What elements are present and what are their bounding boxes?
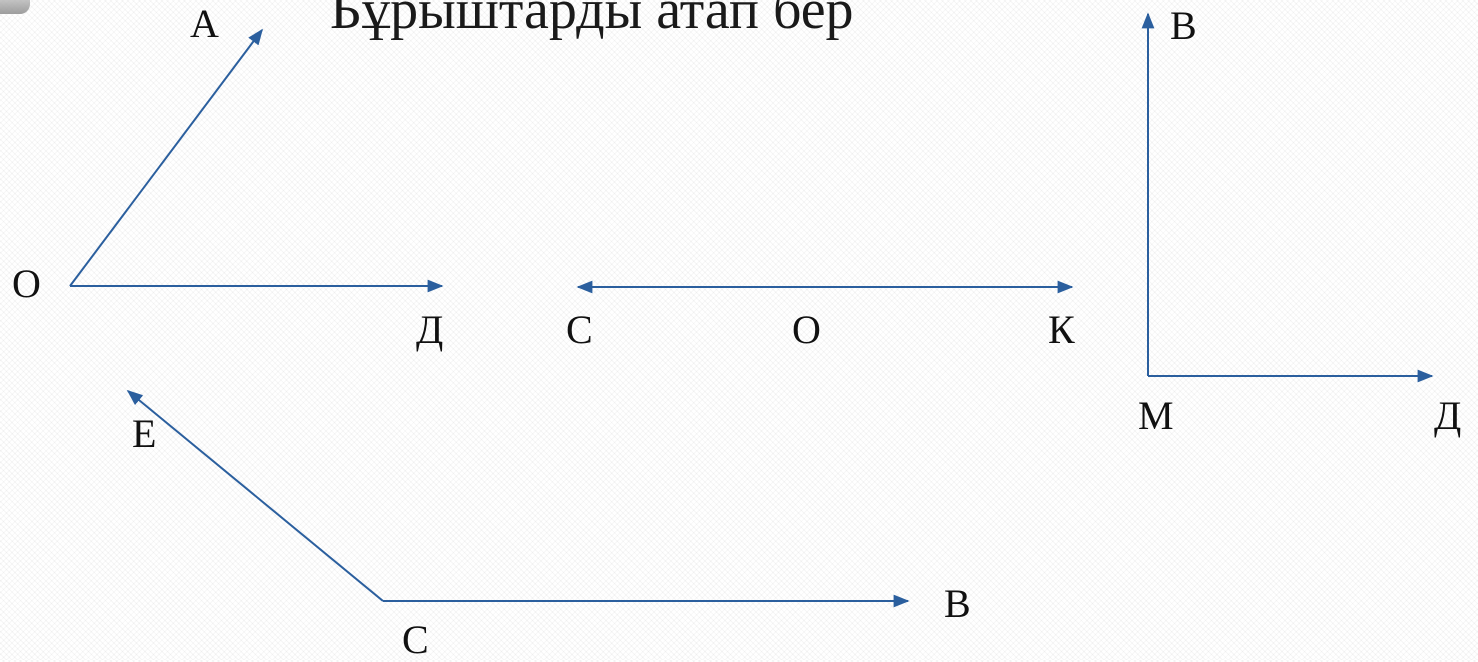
- label-point-a: А: [190, 1, 219, 46]
- label-point-c2: С: [402, 617, 429, 662]
- label-point-d: Д: [416, 307, 444, 352]
- angle-aod: [69, 28, 444, 293]
- label-point-e: Е: [132, 411, 157, 456]
- label-point-b: В: [1170, 3, 1197, 48]
- label-point-d2: Д: [1434, 393, 1462, 438]
- label-point-b2: В: [944, 581, 971, 626]
- corner-decoration: [0, 0, 30, 14]
- right-angle-bmd: [1141, 12, 1434, 383]
- label-point-c: С: [566, 307, 593, 352]
- label-point-k: К: [1048, 307, 1075, 352]
- ray-ce: [126, 389, 384, 602]
- ray-oa: [69, 28, 263, 287]
- slide-title: Бұрыштарды атап бер: [330, 0, 854, 41]
- label-point-m: М: [1138, 393, 1174, 438]
- obtuse-angle-ecb: [126, 389, 910, 608]
- label-point-o: О: [12, 261, 41, 306]
- label-point-o2: О: [792, 307, 821, 352]
